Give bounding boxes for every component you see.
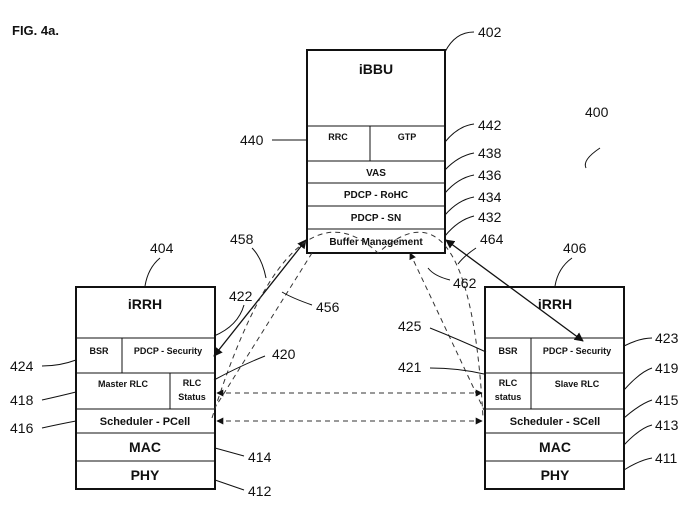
ref-464: 464: [480, 231, 504, 247]
leader-425: [429, 327, 487, 353]
ref-440: 440: [240, 132, 264, 148]
irrh-right-mac: MAC: [539, 439, 571, 455]
irrh-left-rlc-status-line2: Status: [178, 392, 206, 402]
ref-419: 419: [655, 360, 679, 376]
ref-418: 418: [10, 392, 34, 408]
ref-424: 424: [10, 358, 34, 374]
ref-438: 438: [478, 145, 502, 161]
link-464: [445, 239, 584, 342]
leader-418: [41, 391, 77, 401]
irrh-left-phy: PHY: [131, 467, 160, 483]
ibbu-buffer-management: Buffer Management: [329, 237, 423, 248]
leader-414: [214, 447, 245, 457]
leader-420: [213, 355, 266, 381]
irrh-left-scheduler: Scheduler - PCell: [100, 416, 190, 428]
leader-406: [554, 257, 573, 287]
ref-458: 458: [230, 231, 254, 247]
leader-419: [623, 367, 653, 391]
ref-413: 413: [655, 417, 679, 433]
leader-424: [41, 359, 77, 367]
ref-456: 456: [316, 299, 340, 315]
ref-420: 420: [272, 346, 296, 362]
dashed-arch-456: [211, 231, 484, 419]
leader-442: [444, 123, 475, 143]
leader-456: [281, 291, 313, 306]
ibbu-gtp: GTP: [398, 132, 417, 142]
irrh-right-bsr: BSR: [498, 346, 518, 356]
leader-434: [444, 196, 475, 216]
leader-423: [623, 337, 653, 347]
ref-412: 412: [248, 483, 272, 499]
ibbu-pdcp-rohc: PDCP - RoHC: [344, 190, 408, 201]
leader-413: [623, 424, 653, 446]
ref-415: 415: [655, 392, 679, 408]
leader-415: [623, 399, 653, 419]
leader-416: [41, 420, 77, 429]
ref-432: 432: [478, 209, 502, 225]
irrh-right-rlc-status-line1: RLC: [499, 378, 518, 388]
leader-462: [427, 267, 451, 281]
ibbu-block: iBBU RRC GTP VAS PDCP - RoHC PDCP - SN B…: [306, 49, 446, 254]
irrh-left-block: iRRH BSR PDCP - Security Master RLC RLC …: [75, 286, 216, 490]
ibbu-vas: VAS: [366, 168, 386, 179]
ibbu-outline: [306, 49, 446, 254]
ref-462: 462: [453, 275, 477, 291]
ref-423: 423: [655, 330, 679, 346]
leader-438: [444, 152, 475, 171]
irrh-right-title: iRRH: [538, 296, 572, 312]
ref-425: 425: [398, 318, 422, 334]
leader-411: [623, 457, 653, 471]
irrh-left-pdcp-security: PDCP - Security: [134, 346, 202, 356]
irrh-left-mac: MAC: [129, 439, 161, 455]
leader-412: [214, 479, 245, 491]
leader-464: [457, 247, 477, 265]
leader-404: [144, 257, 161, 287]
leader-432: [444, 215, 475, 237]
ibbu-title: iBBU: [359, 61, 393, 77]
leader-422: [213, 304, 245, 337]
irrh-left-bsr: BSR: [89, 346, 109, 356]
ref-442: 442: [478, 117, 502, 133]
dashed-link-left: [215, 252, 313, 407]
ref-416: 416: [10, 420, 34, 436]
ref-402: 402: [478, 24, 502, 40]
irrh-left-master-rlc: Master RLC: [98, 379, 149, 389]
ref-422: 422: [229, 288, 253, 304]
irrh-left-rlc-status-line1: RLC: [183, 378, 202, 388]
leader-421: [429, 367, 485, 375]
irrh-right-block: iRRH BSR PDCP - Security RLC status Slav…: [484, 286, 625, 490]
ref-411: 411: [655, 450, 678, 466]
dashed-link-462: [409, 252, 485, 411]
leader-436: [444, 174, 475, 194]
irrh-right-slave-rlc: Slave RLC: [555, 379, 600, 389]
figure-label: FIG. 4a.: [12, 23, 59, 38]
leader-402: [444, 31, 475, 53]
irrh-right-phy: PHY: [541, 467, 570, 483]
ref-421: 421: [398, 359, 422, 375]
leader-400: [584, 147, 601, 169]
ref-400: 400: [585, 104, 609, 120]
ref-414: 414: [248, 449, 272, 465]
irrh-right-rlc-status-line2: status: [495, 392, 522, 402]
ibbu-rrc: RRC: [328, 132, 348, 142]
irrh-right-pdcp-security: PDCP - Security: [543, 346, 611, 356]
ref-436: 436: [478, 167, 502, 183]
irrh-left-outline: [75, 286, 216, 490]
irrh-right-scheduler: Scheduler - SCell: [510, 416, 600, 428]
ref-434: 434: [478, 189, 502, 205]
ref-404: 404: [150, 240, 174, 256]
leader-458: [251, 247, 267, 279]
ref-406: 406: [563, 240, 587, 256]
ibbu-pdcp-sn: PDCP - SN: [351, 213, 401, 224]
irrh-left-title: iRRH: [128, 296, 162, 312]
